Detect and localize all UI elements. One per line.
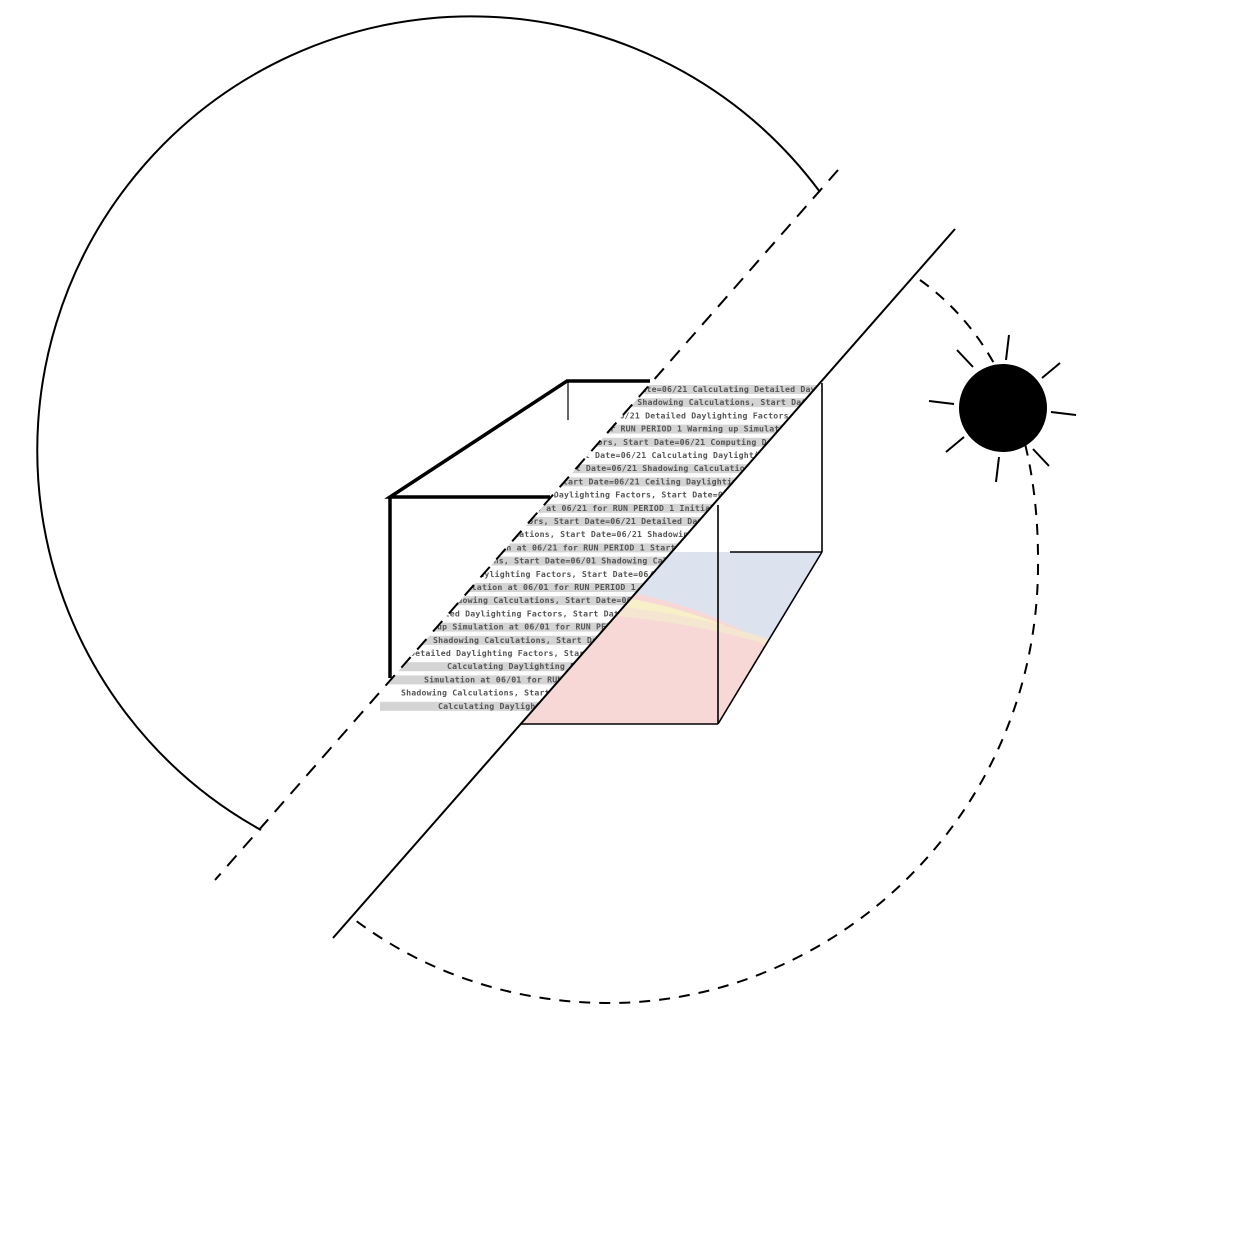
log-line-band <box>380 503 840 513</box>
sun-icon <box>928 334 1077 483</box>
log-line-band <box>380 596 840 606</box>
log-line-band <box>380 437 840 447</box>
log-line-band <box>380 583 840 592</box>
log-line: Shadowing Calculations, Start Date=06/01… <box>391 556 806 566</box>
log-line: Calculating Detailed Daylighting Factors… <box>446 490 1046 500</box>
log-line-band <box>380 543 840 553</box>
log-line: Starting Simulation at 06/01 for RUN PER… <box>405 582 872 592</box>
log-line: Warming up Simulation at 06/21 for RUN P… <box>441 424 928 434</box>
log-line: Shadowing Calculations, Start Date=06/21… <box>432 463 847 473</box>
log-line: Initializing Simulation at 06/21 for RUN… <box>423 503 931 513</box>
log-line-band <box>380 464 840 474</box>
section-plane-solid-line <box>332 228 956 939</box>
log-line: Detailed Daylighting Factors, Start Date… <box>404 410 881 420</box>
log-line: Detailed Daylighting Factors, Start Date… <box>400 516 877 526</box>
log-line: Starting Simulation at 06/21 for RUN PER… <box>414 542 881 552</box>
log-line: Ceiling Daylighting Factors, Start Date=… <box>409 476 876 486</box>
log-line: Shadowing Calculations, Start Date=06/21… <box>437 529 852 539</box>
log-line-band <box>380 477 840 487</box>
room-box-left <box>384 379 650 678</box>
log-line-band <box>380 517 840 526</box>
log-line: Calculating Detailed Daylighting Factors… <box>390 384 990 394</box>
log-line-band <box>380 556 840 566</box>
log-line: Calculating Daylighting Factors, Start D… <box>395 450 903 460</box>
section-plane-dashed-line <box>214 169 839 881</box>
log-line: Computing Detailed Daylighting Factors, … <box>418 437 998 447</box>
log-line: Shadowing Calculations, Start Date=06/21… <box>427 397 842 407</box>
outer-orbit-arc <box>36 15 821 831</box>
sun-path-dashed-arc <box>354 279 1040 1005</box>
